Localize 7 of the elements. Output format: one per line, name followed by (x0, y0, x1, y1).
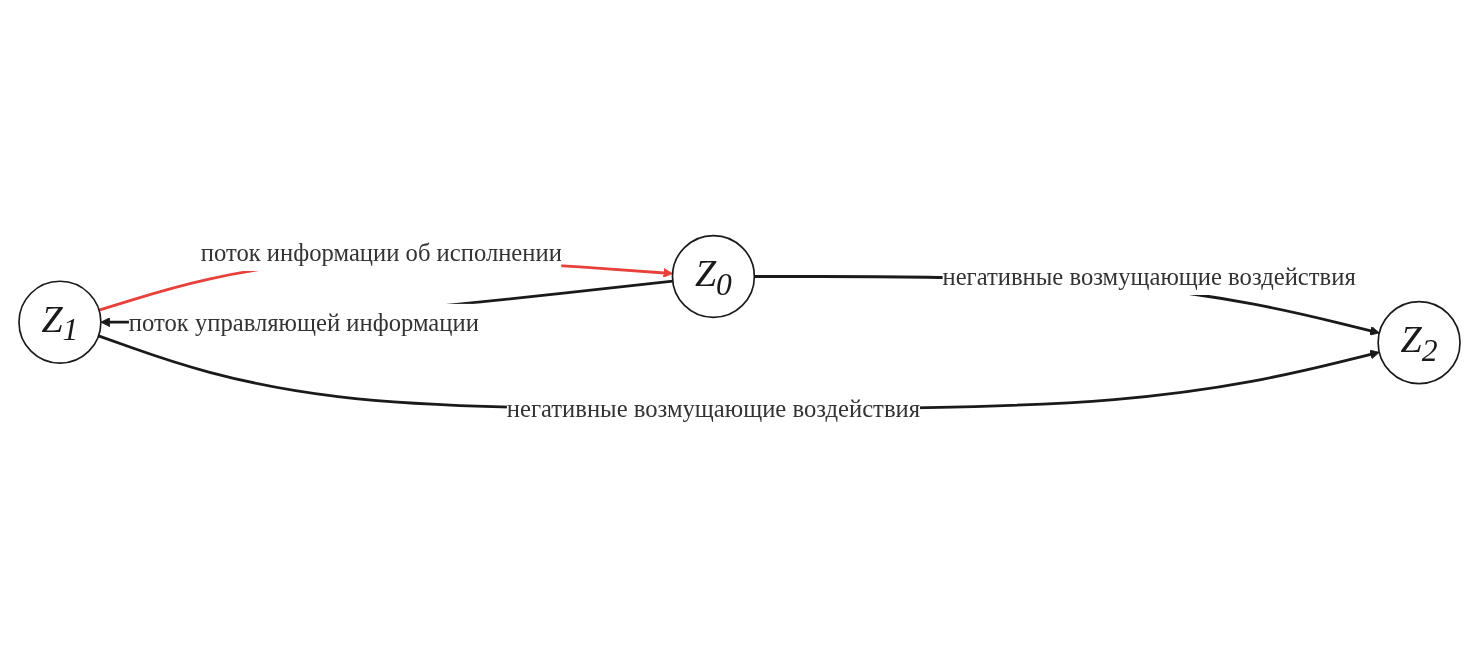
node-circle: Z$_{0}$ (671, 234, 756, 319)
edge-label: поток информации об исполнении (200, 238, 562, 267)
node-circle: Z$_{2}$ (1377, 300, 1461, 385)
edge-label: негативные возмущающие воздействия (942, 262, 1356, 291)
node-circle: Z$_{1}$ (18, 280, 102, 364)
edge-label: негативные возмущающие воздействия (506, 394, 921, 423)
edge-label: поток управляющей информации (128, 308, 479, 337)
